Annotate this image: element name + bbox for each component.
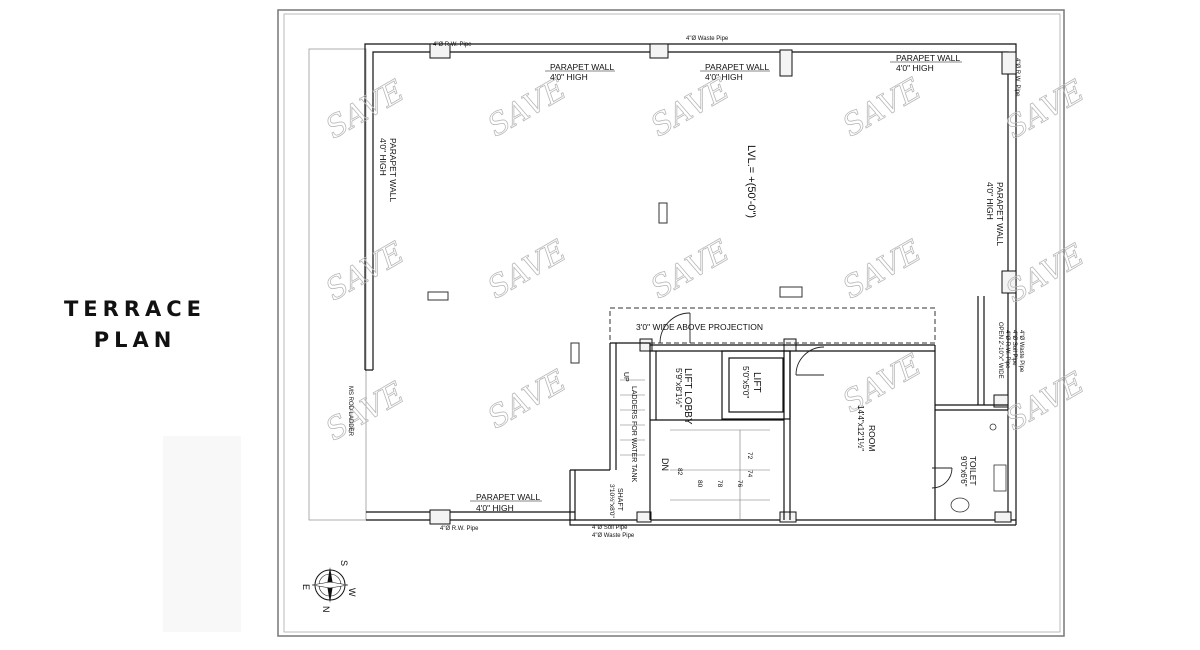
step-number: 76 [736, 480, 743, 488]
parapet-walls [364, 43, 1017, 526]
parapet-height-2: 4'0" HIGH [705, 72, 743, 82]
dn-label: DN [660, 458, 670, 471]
step-number: 74 [746, 470, 753, 478]
watermark-text: SAVE [1000, 238, 1091, 311]
watermark-text: SAVE [1000, 366, 1091, 439]
parapet-label-3: PARAPET WALL [896, 53, 960, 63]
step-number: 72 [746, 452, 753, 460]
parapet-height-1: 4'0" HIGH [550, 72, 588, 82]
compass-n: N [321, 606, 331, 613]
doors [659, 312, 953, 489]
step-number: 78 [716, 480, 723, 488]
projection-outline [609, 307, 936, 344]
parapet-label-bottom: PARAPET WALL [476, 492, 540, 502]
rw-pipe-top-label: 4"Ø R.W. Pipe [433, 42, 472, 48]
toilet-label: TOILET [968, 456, 978, 486]
watermark-text: SAVE [482, 72, 573, 145]
pipe-cluster-4: OPEN 2'-10"x'' WIDE [997, 322, 1003, 379]
compass-w: W [347, 588, 357, 597]
waste-pipe-top-label: 4"Ø Waste Pipe [686, 36, 729, 42]
level-label: LVL.= +(50'-0") [745, 145, 757, 218]
compass-icon: N W S E [301, 560, 357, 613]
projection-label: 3'0" WIDE ABOVE PROJECTION [636, 322, 763, 332]
room-size: 14'4"x12'1½" [856, 405, 865, 451]
core-walls [609, 342, 1008, 520]
parapet-label-left: PARAPET WALL [388, 138, 398, 202]
lift-lobby-size: 5'9"x8'1½" [674, 368, 684, 408]
ms-ladder-label: MS ROD LADDER [347, 386, 353, 437]
plan-labels: 4"Ø R.W. Pipe 4"Ø Waste Pipe PARAPET WAL… [347, 36, 1024, 539]
floor-openings [427, 202, 803, 364]
toilet-fixtures [950, 423, 1007, 513]
compass-e: E [301, 584, 311, 590]
rw-pipe-bottom-label: 4"Ø R.W. Pipe [440, 526, 479, 532]
watermark-text: SAVE [645, 234, 736, 307]
watermark-text: SAVE [320, 376, 411, 449]
rw-pipe-right-label: 4"Ø R.W. Pipe [1014, 58, 1020, 97]
watermark-text: SAVE [1000, 74, 1091, 147]
room-label: ROOM [867, 425, 877, 451]
pipe-cluster-1: 4"Ø Waste Pipe [1018, 330, 1024, 373]
parapet-height-3: 4'0" HIGH [896, 63, 934, 73]
title-line-2: PLAN [93, 328, 177, 352]
shaft-size: 3'10½"x8'0" [608, 484, 616, 519]
waste-pipe-bottom-label: 4"Ø Waste Pipe [592, 533, 635, 539]
step-number: 80 [696, 480, 703, 488]
sheet-border-inner [283, 13, 1061, 633]
watermark-text: SAVE [645, 72, 736, 145]
lift-lobby-label: LIFT LOBBY [682, 368, 693, 425]
parapet-height-right: 4'0" HIGH [985, 182, 995, 220]
watermark-text: SAVE [482, 364, 573, 437]
stairs [620, 379, 770, 520]
watermark-text: SAVE [482, 234, 573, 307]
pipe-cluster-3: 4"Ø R.W. Pipe [1004, 330, 1010, 369]
up-label: UP [622, 372, 629, 382]
sheet-border-outer [277, 9, 1065, 637]
parapet-label-1: PARAPET WALL [550, 62, 614, 72]
parapet-height-bottom: 4'0" HIGH [476, 503, 514, 513]
watermark-text: SAVE [837, 72, 928, 145]
watermarks: SAVE SAVE SAVE SAVE SAVE SAVE SAVE SAVE … [319, 71, 1091, 449]
pipe-cluster-2: 4"Ø Soil Pipe [1011, 330, 1017, 366]
compass-s: S [339, 560, 349, 566]
toilet-size: 9'0"x6'6" [959, 456, 968, 487]
left-setback [308, 48, 367, 521]
drawing-title: TERRACE PLAN [60, 294, 210, 356]
side-panel [163, 436, 241, 632]
watermark-text: SAVE [837, 348, 928, 421]
soil-pipe-bottom-label: 4"Ø Soil Pipe [592, 525, 628, 531]
title-line-1: TERRACE [63, 297, 207, 321]
ladders-label: LADDERS FOR WATER TANK [630, 386, 637, 483]
parapet-label-2: PARAPET WALL [705, 62, 769, 72]
lift-size: 5'0"x5'0" [741, 366, 751, 398]
lift-label: LIFT [751, 372, 762, 393]
parapet-height-left: 4'0" HIGH [378, 138, 388, 176]
watermark-text: SAVE [837, 234, 928, 307]
columns [429, 43, 1017, 525]
parapet-label-right: PARAPET WALL [995, 182, 1005, 246]
step-number: 82 [676, 468, 683, 476]
shaft-label: SHAFT [616, 488, 623, 512]
